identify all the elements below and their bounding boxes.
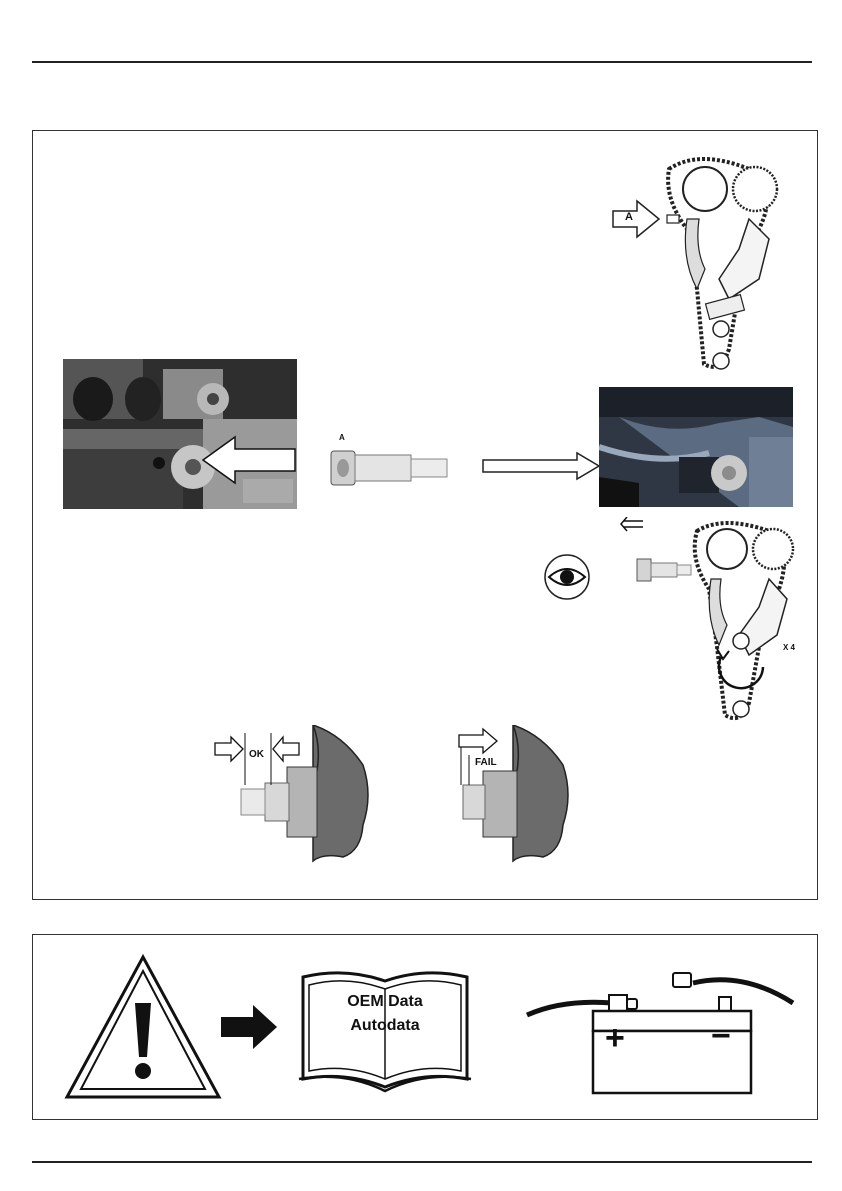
arrow-right-icon xyxy=(219,1005,279,1049)
timing-chain-diagram-top: A xyxy=(609,149,809,379)
battery-disconnect-icon: + − xyxy=(523,959,803,1099)
procedure-panel: A A xyxy=(32,130,818,900)
ok-measurement-diagram: OK xyxy=(213,725,383,865)
top-rule xyxy=(32,61,812,63)
warning-panel: OEM Data Autodata + − xyxy=(32,934,818,1120)
book-line1: OEM Data xyxy=(295,993,475,1011)
inspect-eye-icon xyxy=(543,553,591,601)
engine-photo-left xyxy=(63,359,297,509)
engine-photo-right xyxy=(599,387,793,507)
insertion-arrow xyxy=(481,451,601,481)
arrow-label-a: A xyxy=(625,211,633,223)
fail-label: FAIL xyxy=(475,757,497,768)
rotation-label: X 4 xyxy=(783,643,795,652)
ok-label: OK xyxy=(249,749,264,760)
book-line2: Autodata xyxy=(295,1017,475,1035)
tool-label-a: A xyxy=(339,433,345,442)
tool-a-drawing: A xyxy=(323,427,453,497)
bottom-rule xyxy=(32,1161,812,1163)
warning-triangle-icon xyxy=(63,953,223,1103)
battery-minus: − xyxy=(711,1017,731,1056)
timing-chain-diagram-bottom: X 4 xyxy=(613,517,813,727)
manual-book-icon: OEM Data Autodata xyxy=(295,967,475,1097)
fail-measurement-diagram: FAIL xyxy=(443,725,613,865)
battery-plus: + xyxy=(605,1019,625,1058)
